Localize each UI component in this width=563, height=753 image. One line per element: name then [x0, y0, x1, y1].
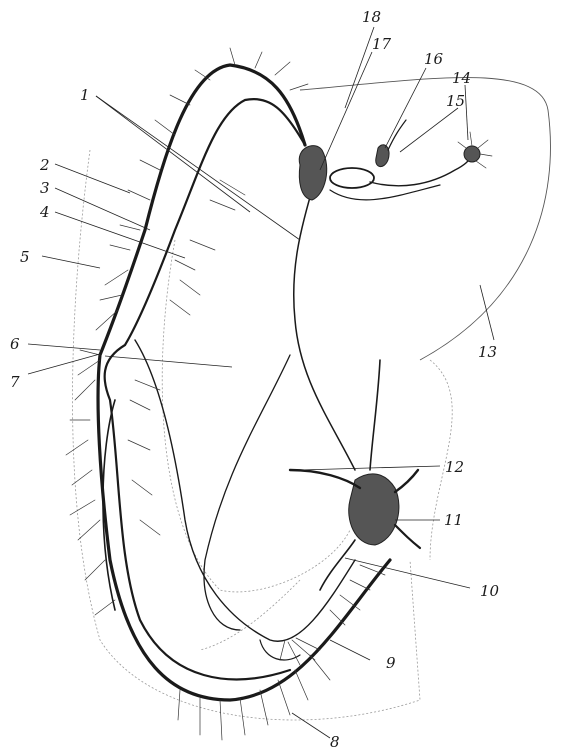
label-4: 4 — [39, 203, 50, 221]
label-18: 18 — [362, 8, 381, 26]
label-6: 6 — [10, 335, 20, 353]
label-1: 1 — [80, 86, 90, 104]
label-14: 14 — [452, 69, 471, 87]
label-8: 8 — [330, 733, 340, 751]
label-7: 7 — [10, 373, 20, 391]
label-17: 17 — [372, 35, 392, 53]
label-12: 12 — [445, 458, 464, 476]
upper-ganglion — [299, 146, 327, 200]
label-3: 3 — [40, 179, 50, 197]
label-9: 9 — [386, 654, 396, 672]
label-16: 16 — [424, 50, 444, 68]
peripheral-twigs — [66, 48, 385, 740]
label-10: 10 — [480, 582, 500, 600]
small-ganglion — [458, 132, 492, 168]
label-15: 15 — [446, 92, 465, 110]
figure-labels: 1 2 3 4 5 6 7 8 9 10 11 12 13 14 15 16 1… — [10, 8, 500, 751]
cluster-15-16 — [376, 120, 406, 167]
lower-ganglion — [290, 360, 420, 590]
label-2: 2 — [39, 156, 50, 174]
ring-structure — [330, 155, 472, 200]
label-11: 11 — [444, 511, 463, 529]
label-13: 13 — [478, 343, 497, 361]
label-5: 5 — [20, 248, 30, 266]
